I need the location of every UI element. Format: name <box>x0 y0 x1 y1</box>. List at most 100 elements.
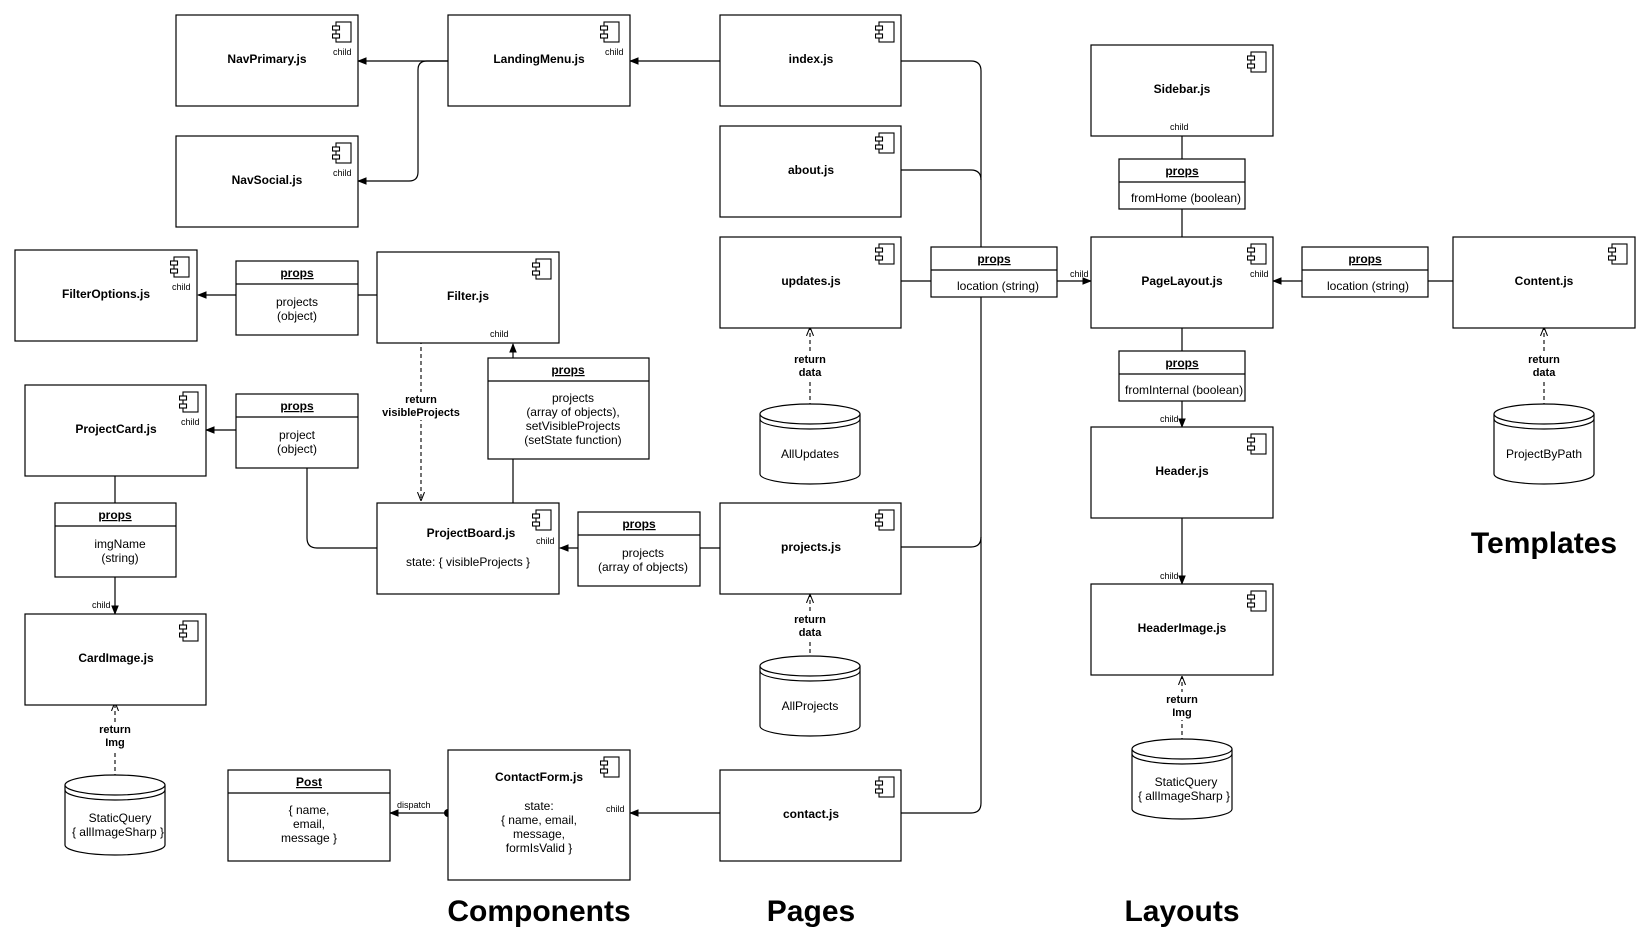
props-line: projects <box>622 546 664 560</box>
return-label: data <box>1533 367 1557 379</box>
component-navprimary[interactable]: NavPrimary.js child <box>175 14 359 107</box>
props-line: projects <box>276 295 318 309</box>
post-box: Post { name, email, message } <box>227 769 391 862</box>
post-line: { name, <box>289 803 330 817</box>
section-title-components: Components <box>447 895 630 928</box>
state-line-1: state: <box>524 799 553 813</box>
return-label: data <box>799 367 823 379</box>
return-label: Img <box>105 737 125 749</box>
props-header: props <box>280 399 314 413</box>
return-label: Img <box>1172 707 1192 719</box>
page-index[interactable]: index.js <box>719 14 902 107</box>
props-header: props <box>551 363 585 377</box>
page-title: contact.js <box>783 807 839 821</box>
props-line: location (string) <box>957 279 1039 293</box>
child-label: child <box>333 168 352 178</box>
child-label: child <box>172 282 191 292</box>
props-line: (string) <box>101 551 138 565</box>
component-title: NavPrimary.js <box>227 52 306 66</box>
component-title: ProjectBoard.js <box>427 526 516 540</box>
component-title: ProjectCard.js <box>75 422 157 436</box>
state-line-3: message, <box>513 827 565 841</box>
post-line: email, <box>293 817 325 831</box>
component-navsocial[interactable]: NavSocial.js child <box>175 135 359 228</box>
page-about[interactable]: about.js <box>719 125 902 218</box>
component-filteroptions[interactable]: FilterOptions.js child <box>14 249 198 342</box>
props-header-box: props fromInternal (boolean) <box>1118 350 1246 402</box>
component-title: ContactForm.js <box>495 770 583 784</box>
component-cardimage[interactable]: CardImage.js child <box>24 600 207 706</box>
layout-headerimage[interactable]: HeaderImage.js child <box>1090 571 1274 676</box>
props-line: projects <box>552 391 594 405</box>
layout-title: HeaderImage.js <box>1138 621 1227 635</box>
section-title-templates: Templates <box>1471 527 1617 560</box>
return-label: data <box>799 627 823 639</box>
child-label: child <box>92 600 111 610</box>
layout-title: Header.js <box>1155 464 1209 478</box>
database-label: AllProjects <box>782 699 839 713</box>
component-filter[interactable]: Filter.js child <box>376 251 560 344</box>
props-header: props <box>98 508 132 522</box>
state-line-4: formIsValid } <box>506 841 572 855</box>
props-pagelayout: props location (string) <box>930 246 1058 298</box>
props-header: props <box>280 266 314 280</box>
database-label: AllUpdates <box>781 447 839 461</box>
layout-sidebar[interactable]: Sidebar.js child <box>1090 44 1274 137</box>
props-line: project <box>279 428 316 442</box>
post-header: Post <box>296 775 322 789</box>
page-updates[interactable]: updates.js <box>719 236 902 329</box>
props-header: props <box>1165 164 1199 178</box>
props-line: imgName <box>94 537 146 551</box>
props-line: setVisibleProjects <box>526 419 621 433</box>
page-contact[interactable]: contact.js <box>719 769 902 862</box>
page-title: index.js <box>789 52 834 66</box>
props-line: (array of objects) <box>598 560 688 574</box>
layout-header[interactable]: Header.js child <box>1090 414 1274 519</box>
database-staticquery-header: StaticQuery { allImageSharp } <box>1131 738 1233 820</box>
props-line: (object) <box>277 442 317 456</box>
page-projects[interactable]: projects.js <box>719 502 902 595</box>
component-state: state: { visibleProjects } <box>406 555 530 569</box>
component-title: Filter.js <box>447 289 489 303</box>
database-projectbypath: ProjectByPath <box>1493 403 1595 485</box>
return-label: return <box>794 354 826 366</box>
section-title-layouts: Layouts <box>1124 895 1239 928</box>
database-label: { allImageSharp } <box>72 825 164 839</box>
database-label: ProjectByPath <box>1506 447 1582 461</box>
props-line: (setState function) <box>524 433 621 447</box>
database-allupdates: AllUpdates <box>759 403 861 485</box>
component-title: CardImage.js <box>78 651 154 665</box>
props-line: (array of objects), <box>526 405 619 419</box>
child-label: child <box>1160 414 1179 424</box>
page-title: about.js <box>788 163 834 177</box>
post-line: message } <box>281 831 337 845</box>
props-sidebar: props fromHome (boolean) <box>1118 158 1246 210</box>
child-label: child <box>1160 571 1179 581</box>
component-title: FilterOptions.js <box>62 287 150 301</box>
return-label: return <box>405 394 437 406</box>
return-label: return <box>1166 694 1198 706</box>
return-label: return <box>99 724 131 736</box>
props-line: location (string) <box>1327 279 1409 293</box>
component-contactform[interactable]: ContactForm.js state: { name, email, mes… <box>447 749 631 881</box>
child-label: child <box>1250 269 1269 279</box>
component-projectcard[interactable]: ProjectCard.js child <box>24 384 207 477</box>
template-content[interactable]: Content.js <box>1452 236 1636 329</box>
props-content: props location (string) <box>1301 246 1429 298</box>
layout-pagelayout[interactable]: PageLayout.js child child <box>1070 236 1274 329</box>
props-line: fromHome (boolean) <box>1131 191 1241 205</box>
template-title: Content.js <box>1515 274 1574 288</box>
component-projectboard[interactable]: ProjectBoard.js state: { visibleProjects… <box>376 502 560 595</box>
database-staticquery-card: StaticQuery { allImageSharp } <box>64 774 166 856</box>
component-landingmenu[interactable]: LandingMenu.js child <box>447 14 631 107</box>
component-title: NavSocial.js <box>232 173 303 187</box>
child-label: child <box>490 329 509 339</box>
props-line: fromInternal (boolean) <box>1125 383 1243 397</box>
child-label: child <box>536 536 555 546</box>
page-title: updates.js <box>781 274 841 288</box>
child-label: child <box>606 804 625 814</box>
layout-title: Sidebar.js <box>1154 82 1211 96</box>
page-title: projects.js <box>781 540 841 554</box>
props-cardimage: props imgName (string) <box>54 502 177 578</box>
